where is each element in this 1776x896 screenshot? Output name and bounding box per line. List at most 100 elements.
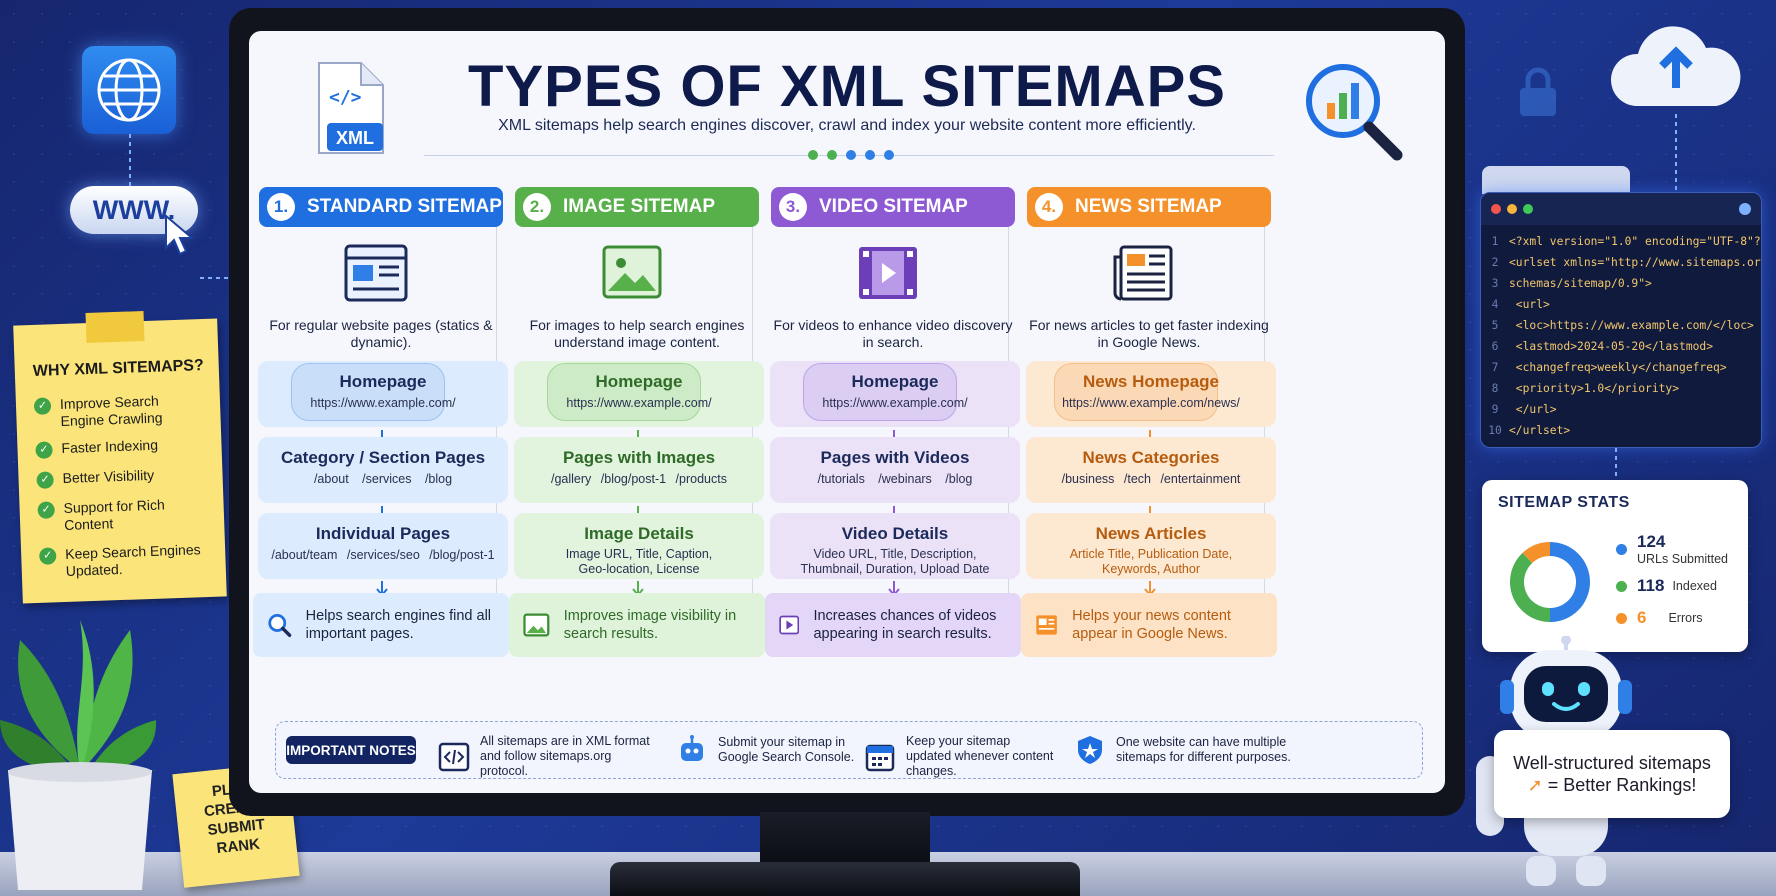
code-text: <changefreq>weekly</changefreq>: [1509, 361, 1727, 374]
why-item: ✓Improve Search Engine Crawling: [33, 392, 185, 431]
level-box-categories: News Categories/business /tech /entertai…: [1026, 437, 1276, 503]
column-number: 3.: [779, 193, 807, 221]
legend-dot: [1616, 543, 1627, 555]
column-title: NEWS SITEMAP: [1075, 196, 1222, 217]
level-subtitle: /business /tech /entertainment: [1061, 472, 1241, 486]
code-text: <urlset xmlns="http://www.sitemaps.org/: [1509, 256, 1762, 269]
footer-text: Helps search engines find all important …: [305, 608, 492, 642]
column-number: 2.: [523, 193, 551, 221]
note-item: Submit your sitemap in Google Search Con…: [676, 734, 858, 766]
check-icon: ✓: [37, 501, 55, 519]
magnifier-chart-icon: [1306, 64, 1403, 161]
legend-dot: [1616, 612, 1627, 624]
close-dot: [1491, 204, 1501, 214]
code-text: </urlset>: [1509, 424, 1571, 437]
level-subtitle: /gallery /blog/post-1 /products: [551, 472, 727, 486]
code-text: schemas/sitemap/0.9">: [1509, 277, 1652, 290]
stats-donut-chart: [1510, 542, 1590, 622]
xml-file-icon: </> XML: [318, 62, 384, 154]
why-item-text: Better Visibility: [62, 466, 155, 487]
level-box-homepage: News Homepage https://www.example.com/new…: [1026, 361, 1276, 427]
level-box-individual: Individual Pages/about/team /services/se…: [258, 513, 508, 579]
column-description: For videos to enhance video discovery in…: [773, 317, 1013, 350]
code-icon: [438, 742, 470, 771]
level-subtitle: https://www.example.com/: [310, 396, 456, 410]
line-number: 10: [1488, 424, 1502, 437]
level-subtitle: https://www.example.com/: [822, 396, 968, 410]
svg-text:</>: </>: [329, 87, 362, 108]
infographic-screen: </> XML TYPES OF XML SITEMAPS XML sitema…: [249, 31, 1445, 793]
code-window-titlebar: [1481, 193, 1761, 225]
check-icon: ✓: [35, 441, 53, 459]
column-number: 1.: [267, 193, 295, 221]
dot: [884, 150, 894, 160]
page-title: TYPES OF XML SITEMAPS: [468, 54, 1226, 119]
column-title: IMAGE SITEMAP: [563, 196, 716, 217]
column-description: For news articles to get faster indexing…: [1029, 317, 1269, 350]
xml-badge: XML: [336, 128, 374, 148]
column-description: For regular website pages (statics & dyn…: [269, 317, 493, 350]
column-title: STANDARD SITEMAP: [307, 196, 502, 217]
column-number: 4.: [1035, 193, 1063, 221]
speech-bubble: Well-structured sitemaps ➚ = Better Rank…: [1494, 730, 1730, 818]
stat-label: Indexed: [1672, 579, 1717, 593]
line-number: 7: [1491, 361, 1499, 374]
newspaper-icon: [1036, 615, 1057, 635]
stat-value: 118: [1637, 576, 1665, 595]
why-item-text: Faster Indexing: [61, 436, 159, 457]
level-title: Video Details: [841, 524, 949, 543]
level-subtitle: Video URL, Title, Description, Thumbnail…: [800, 547, 990, 576]
line-number: 9: [1491, 403, 1499, 416]
code-line: 7 <changefreq>weekly</changefreq>: [1481, 361, 1727, 374]
footer-text: Improves image visibility in search resu…: [563, 608, 737, 642]
bubble-line: = Better Rankings!: [1547, 775, 1697, 795]
calendar-icon: [865, 744, 895, 771]
level-subtitle: /tutorials /webinars /blog: [817, 472, 973, 486]
note-text: Submit your sitemap in Google Search Con…: [718, 735, 855, 764]
connector-line: [200, 277, 230, 279]
important-notes-bar: IMPORTANT NOTES All sitemaps are in XML …: [275, 721, 1423, 779]
column-description: For images to help search engines unders…: [529, 317, 745, 350]
column-footer: Helps search engines find all important …: [253, 593, 509, 657]
level-title: News Homepage: [1082, 372, 1220, 391]
webpage-icon: [344, 244, 408, 302]
line-number: 6: [1491, 340, 1499, 353]
why-sitemaps-note: WHY XML SITEMAPS? ✓Improve Search Engine…: [13, 318, 227, 604]
bubble-line: Well-structured sitemaps: [1513, 753, 1711, 773]
line-number: 2: [1491, 256, 1499, 269]
code-text: <?xml version="1.0" encoding="UTF-8"?>: [1509, 235, 1762, 248]
level-title: Pages with Videos: [820, 448, 970, 467]
stat-value: 124: [1637, 532, 1666, 551]
monitor-base: [610, 862, 1080, 896]
level-subtitle: https://www.example.com/news/: [1062, 396, 1240, 410]
monitor-stand: [760, 812, 930, 870]
code-text: <lastmod>2024-05-20</lastmod>: [1509, 340, 1714, 353]
why-item: ✓ Support for Rich Content: [37, 496, 188, 535]
level-title: Individual Pages: [315, 524, 451, 543]
shield-icon: [1078, 736, 1102, 764]
dot: [827, 150, 837, 160]
column-header: 2. IMAGE SITEMAP: [515, 187, 759, 227]
code-line: 2 <urlset xmlns="http://www.sitemaps.org/: [1481, 256, 1762, 269]
line-number: 4: [1491, 298, 1499, 311]
level-title: Homepage: [595, 372, 683, 391]
why-item-text: Keep Search Engines Updated.: [64, 541, 201, 579]
column-header: 1. STANDARD SITEMAP: [259, 187, 503, 227]
stat-label: Errors: [1668, 611, 1703, 625]
why-item-text: Support for Rich Content: [63, 496, 165, 533]
connector-line: [1675, 114, 1677, 192]
globe-icon: [82, 46, 176, 134]
divider-dots: [808, 150, 894, 160]
image-icon: [602, 245, 662, 299]
dot: [846, 150, 856, 160]
line-number: 3: [1491, 277, 1499, 290]
level-box-pages: Pages with Images/gallery /blog/post-1 /…: [514, 437, 764, 503]
why-item: ✓ Faster Indexing: [35, 437, 158, 459]
